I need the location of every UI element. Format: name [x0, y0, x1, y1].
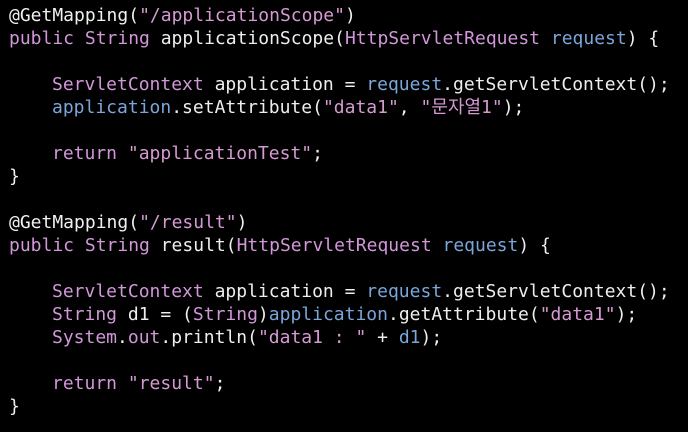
code-token: HttpServletRequest	[344, 28, 551, 49]
code-token: .getAttribute(	[387, 304, 540, 325]
code-token: return	[52, 373, 128, 394]
code-token: request	[550, 28, 627, 49]
code-token: "data1"	[539, 304, 616, 325]
code-token: application	[214, 74, 345, 95]
code-token: (	[225, 235, 237, 256]
code-token: @GetMapping	[9, 212, 129, 233]
code-token: )	[257, 304, 269, 325]
code-line[interactable]: public String result(HttpServletRequest …	[9, 234, 688, 257]
code-token: (	[128, 212, 140, 233]
code-line[interactable]: @GetMapping("/result")	[9, 211, 688, 234]
code-token: result	[160, 235, 226, 256]
code-token: .setAttribute(	[171, 97, 323, 118]
code-token: );	[615, 304, 638, 325]
code-token: return	[52, 143, 128, 164]
code-line[interactable]: return "result";	[9, 372, 688, 395]
code-line[interactable]: ServletContext application = request.get…	[9, 280, 688, 303]
code-line[interactable]	[9, 119, 688, 142]
code-token: public	[9, 235, 85, 256]
code-token: )	[236, 212, 248, 233]
code-token: );	[420, 327, 443, 348]
code-token: String	[192, 304, 258, 325]
code-token: request	[366, 281, 443, 302]
code-token: request	[366, 74, 443, 95]
code-token: "applicationTest"	[127, 143, 313, 164]
code-line[interactable]: String d1 = (String)application.getAttri…	[9, 303, 688, 326]
code-token: String	[84, 235, 161, 256]
code-token: .getServletContext();	[442, 74, 670, 95]
code-token: HttpServletRequest	[236, 235, 443, 256]
code-token: application	[52, 97, 172, 118]
code-token: (	[334, 28, 345, 49]
code-token: "/applicationScope"	[139, 5, 345, 26]
code-token: request	[442, 235, 519, 256]
code-token: (	[128, 5, 140, 26]
code-token: ,	[398, 97, 421, 118]
code-token: application	[214, 281, 345, 302]
code-token: }	[9, 166, 20, 187]
code-token: )	[344, 5, 356, 26]
code-line[interactable]	[9, 50, 688, 73]
code-line[interactable]: @GetMapping("/applicationScope")	[9, 4, 688, 27]
code-token: "result"	[127, 373, 215, 394]
code-line[interactable]	[9, 188, 688, 211]
code-token: "문자열1"	[420, 97, 503, 118]
code-token: +	[366, 327, 399, 348]
code-line[interactable]: }	[9, 395, 688, 418]
code-token: = (	[160, 304, 193, 325]
code-token: application	[268, 304, 388, 325]
code-token: );	[502, 97, 525, 118]
code-token: String	[84, 28, 161, 49]
code-line[interactable]: application.setAttribute("data1", "문자열1"…	[9, 96, 688, 119]
code-token: ;	[312, 143, 323, 164]
code-token: .getServletContext();	[442, 281, 670, 302]
code-token: .println(	[160, 327, 258, 348]
code-line[interactable]: public String applicationScope(HttpServl…	[9, 27, 688, 50]
code-token: =	[344, 74, 367, 95]
code-token: applicationScope	[160, 28, 335, 49]
code-token: out	[127, 327, 161, 348]
code-token: =	[344, 281, 367, 302]
code-token: .	[117, 327, 128, 348]
code-token: String	[52, 304, 128, 325]
code-token: public	[9, 28, 85, 49]
code-token: d1	[127, 304, 161, 325]
code-token: ) {	[518, 235, 551, 256]
code-line[interactable]	[9, 349, 688, 372]
code-token: d1	[398, 327, 421, 348]
code-token: ServletContext	[52, 281, 215, 302]
code-token: ServletContext	[52, 74, 215, 95]
code-line[interactable]: return "applicationTest";	[9, 142, 688, 165]
code-line[interactable]: ServletContext application = request.get…	[9, 73, 688, 96]
code-token: "data1 : "	[257, 327, 367, 348]
code-token: }	[9, 396, 20, 417]
code-token: "data1"	[322, 97, 399, 118]
code-line[interactable]: }	[9, 165, 688, 188]
code-line[interactable]: System.out.println("data1 : " + d1);	[9, 326, 688, 349]
code-token: System	[52, 327, 118, 348]
code-token: @GetMapping	[9, 5, 129, 26]
code-token: ;	[214, 373, 226, 394]
code-line[interactable]	[9, 257, 688, 280]
code-token: ) {	[626, 28, 660, 49]
code-token: "/result"	[139, 212, 237, 233]
